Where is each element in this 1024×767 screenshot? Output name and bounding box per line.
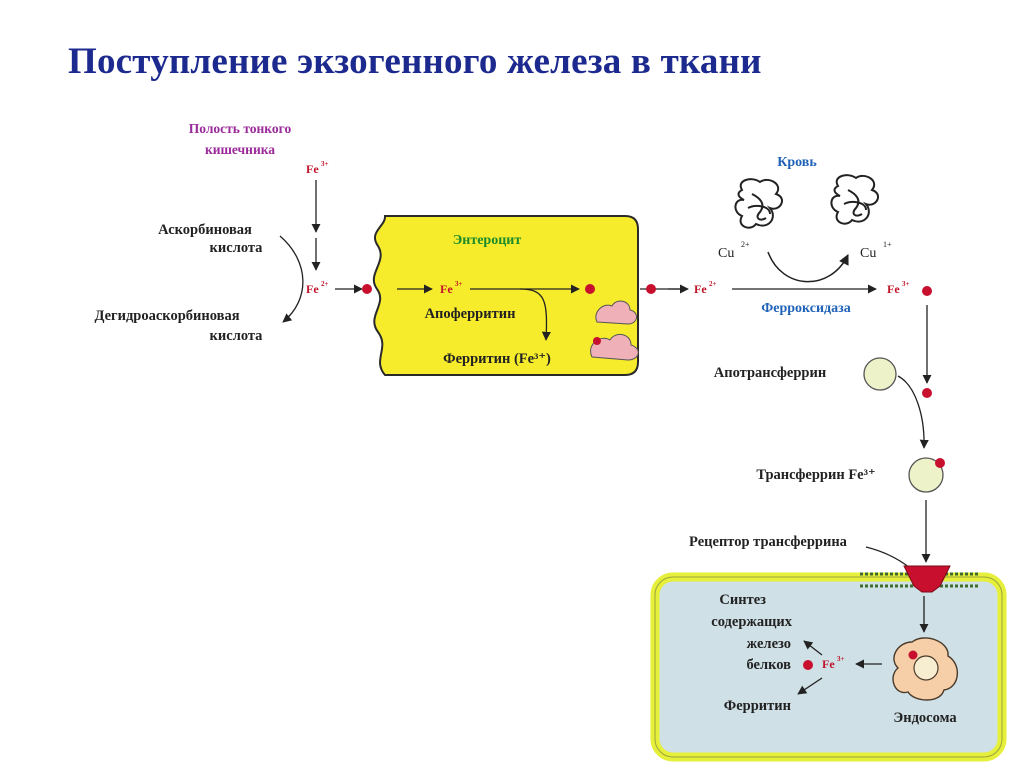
svg-text:2+: 2+	[709, 280, 717, 288]
ascorbic-label-line1: Аскорбиновая	[158, 222, 252, 238]
dehydroascorbic-label-line1: Дегидроаскорбиновая	[94, 308, 239, 324]
endosome-core	[913, 655, 939, 681]
lumen-label-line1: Полость тонкого	[189, 121, 292, 136]
arrow-to-ferritin-cell	[797, 677, 823, 695]
svg-text:Cu: Cu	[718, 246, 734, 261]
ascorbic-label-line2: кислота	[210, 240, 264, 256]
svg-text:2+: 2+	[741, 240, 750, 249]
ferroxidase-label: Ферроксидаза	[761, 301, 851, 316]
fe3-blood-ion: Fe 3+	[887, 280, 910, 296]
svg-text:3+: 3+	[455, 280, 463, 288]
page-title: Поступление экзогенного железа в ткани	[68, 41, 762, 82]
transferrin-label: Трансферрин Fe³⁺	[756, 467, 875, 483]
svg-text:1+: 1+	[883, 240, 892, 249]
fe3-cell-ion: Fe 3+	[822, 655, 845, 671]
apoferritin-label: Апоферритин	[425, 306, 516, 322]
enterocyte-cell	[372, 215, 639, 376]
svg-text:Fe: Fe	[822, 657, 835, 671]
svg-text:Fe: Fe	[694, 282, 707, 296]
iron-dot	[922, 286, 932, 296]
svg-text:Cu: Cu	[860, 246, 876, 261]
svg-text:Fe: Fe	[887, 282, 900, 296]
svg-text:Fe: Fe	[306, 162, 319, 176]
enterocyte-label: Энтероцит	[453, 233, 522, 248]
blood-label: Кровь	[777, 155, 817, 170]
iron-dot	[935, 458, 945, 468]
iron-dot	[593, 337, 601, 345]
apotransferrin-shape	[863, 357, 897, 391]
ferritin-cell-label: Ферритин	[724, 698, 791, 714]
fe2-exit-ion: Fe 2+	[694, 280, 717, 296]
ceruloplasmin-right-icon	[830, 174, 879, 225]
svg-text:3+: 3+	[321, 160, 329, 168]
iron-dot	[585, 284, 595, 294]
synthesis-label-line2: содержащих	[711, 614, 792, 630]
transferrin-receptor-shape	[903, 565, 951, 593]
synthesis-label-line3: железо	[747, 636, 791, 652]
cu2-ion: Cu 2+	[718, 240, 750, 261]
receptor-label: Рецептор трансферрина	[689, 534, 848, 550]
svg-text:2+: 2+	[321, 280, 329, 288]
apoferritin-shape	[595, 300, 637, 325]
fe3-lumen-ion: Fe 3+	[306, 160, 329, 176]
transferrin-shape	[908, 457, 944, 493]
arrow-to-transferrin	[897, 375, 929, 449]
lumen-label-line2: кишечника	[205, 142, 275, 157]
svg-text:3+: 3+	[902, 280, 910, 288]
iron-dot	[646, 284, 656, 294]
iron-dot	[922, 388, 932, 398]
arrow-copper-cycle	[767, 251, 849, 283]
synthesis-label-line4: белков	[746, 657, 791, 673]
ceruloplasmin-left-icon	[734, 178, 783, 229]
endosome-label: Эндосома	[893, 710, 957, 726]
svg-text:Fe: Fe	[440, 282, 453, 296]
arrow-ascorbic-oxidation	[279, 235, 304, 323]
iron-dot	[362, 284, 372, 294]
svg-text:Fe: Fe	[306, 282, 319, 296]
apotransferrin-label: Апотрансферрин	[714, 365, 826, 381]
target-cell-outline	[654, 576, 1003, 758]
ferritin-enterocyte-label: Ферритин (Fe³⁺)	[443, 351, 551, 367]
fe3-enterocyte-ion: Fe 3+	[440, 280, 463, 296]
arrow-to-synthesis	[803, 640, 823, 656]
svg-text:3+: 3+	[837, 655, 845, 663]
receptor-pointer	[865, 546, 911, 569]
dehydroascorbic-label-line2: кислота	[210, 328, 264, 344]
arrow-to-ferritin	[519, 288, 551, 341]
iron-dot	[803, 660, 813, 670]
cu1-ion: Cu 1+	[860, 240, 892, 261]
fe2-lumen-ion: Fe 2+	[306, 280, 329, 296]
iron-dot	[908, 650, 918, 660]
synthesis-label-line1: Синтез	[719, 592, 766, 608]
